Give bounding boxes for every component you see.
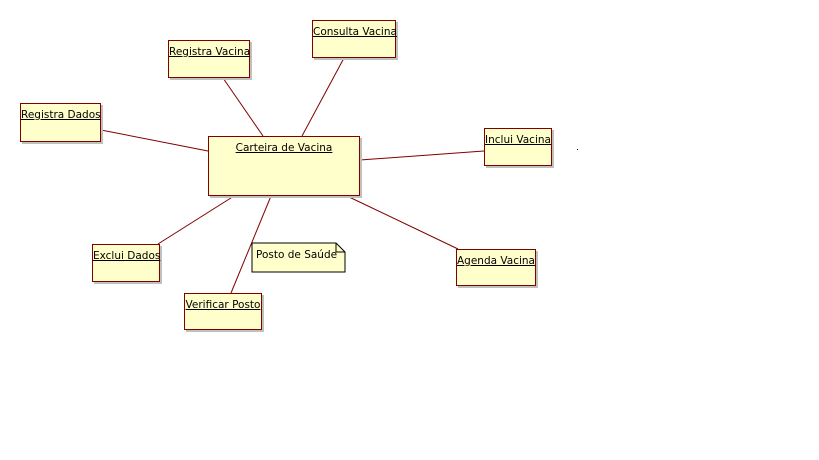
link-inclui-vacina bbox=[359, 150, 485, 161]
link-consulta-vacina bbox=[301, 57, 345, 137]
stray-dot bbox=[577, 149, 578, 150]
object-exclui-dados[interactable]: Exclui Dados bbox=[92, 244, 160, 282]
object-label: Agenda Vacina bbox=[457, 255, 535, 267]
note-posto-de-saude[interactable]: Posto de Saúde bbox=[256, 249, 338, 261]
object-label: Consulta Vacina bbox=[313, 26, 397, 38]
note-shape bbox=[251, 242, 346, 273]
object-carteira-de-vacina[interactable]: Carteira de Vacina bbox=[208, 136, 360, 196]
link-registra-vacina bbox=[222, 77, 264, 137]
object-agenda-vacina[interactable]: Agenda Vacina bbox=[456, 249, 536, 286]
object-registra-vacina[interactable]: Registra Vacina bbox=[168, 40, 250, 78]
object-consulta-vacina[interactable]: Consulta Vacina bbox=[312, 20, 397, 58]
link-agenda-vacina bbox=[346, 195, 459, 250]
object-label: Registra Vacina bbox=[169, 46, 251, 58]
object-inclui-vacina[interactable]: Inclui Vacina bbox=[484, 128, 552, 166]
object-label: Verificar Posto bbox=[185, 299, 261, 311]
links bbox=[100, 57, 485, 294]
object-registra-dados[interactable]: Registra Dados bbox=[20, 103, 101, 142]
link-exclui-dados bbox=[157, 195, 235, 245]
object-label: Registra Dados bbox=[21, 109, 101, 121]
link-registra-dados bbox=[100, 129, 209, 152]
link-verificar-posto bbox=[230, 195, 272, 294]
object-label: Inclui Vacina bbox=[485, 134, 551, 146]
object-label: Carteira de Vacina bbox=[235, 142, 333, 154]
object-verificar-posto[interactable]: Verificar Posto bbox=[184, 293, 262, 330]
object-label: Exclui Dados bbox=[93, 250, 161, 262]
